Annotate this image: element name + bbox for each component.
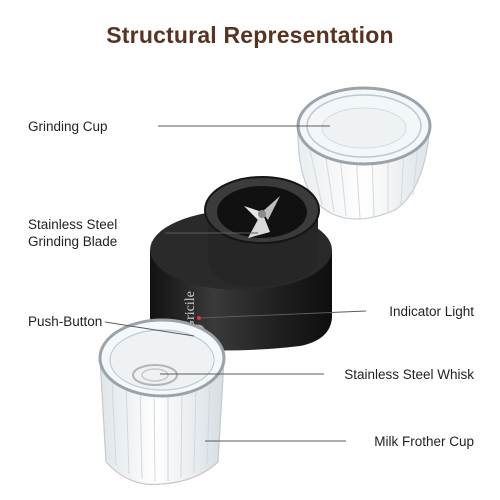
label-frother-cup: Milk Frother Cup [374,434,474,449]
label-push-button: Push-Button [28,314,103,329]
page-title: Structural Representation [106,22,394,48]
grinding-cup [296,86,432,220]
label-indicator-light: Indicator Light [389,304,474,319]
brand-logo: Gricile [183,291,198,330]
label-grinding-cup: Grinding Cup [28,119,108,134]
leader-lines [104,125,367,442]
milk-frother-cup [98,318,226,486]
label-blade-line1: Stainless Steel [28,217,118,232]
grinding-blade [244,196,280,238]
label-whisk: Stainless Steel Whisk [344,367,474,382]
indicator-light [197,316,201,320]
label-blade-line2: Grinding Blade [28,234,118,249]
